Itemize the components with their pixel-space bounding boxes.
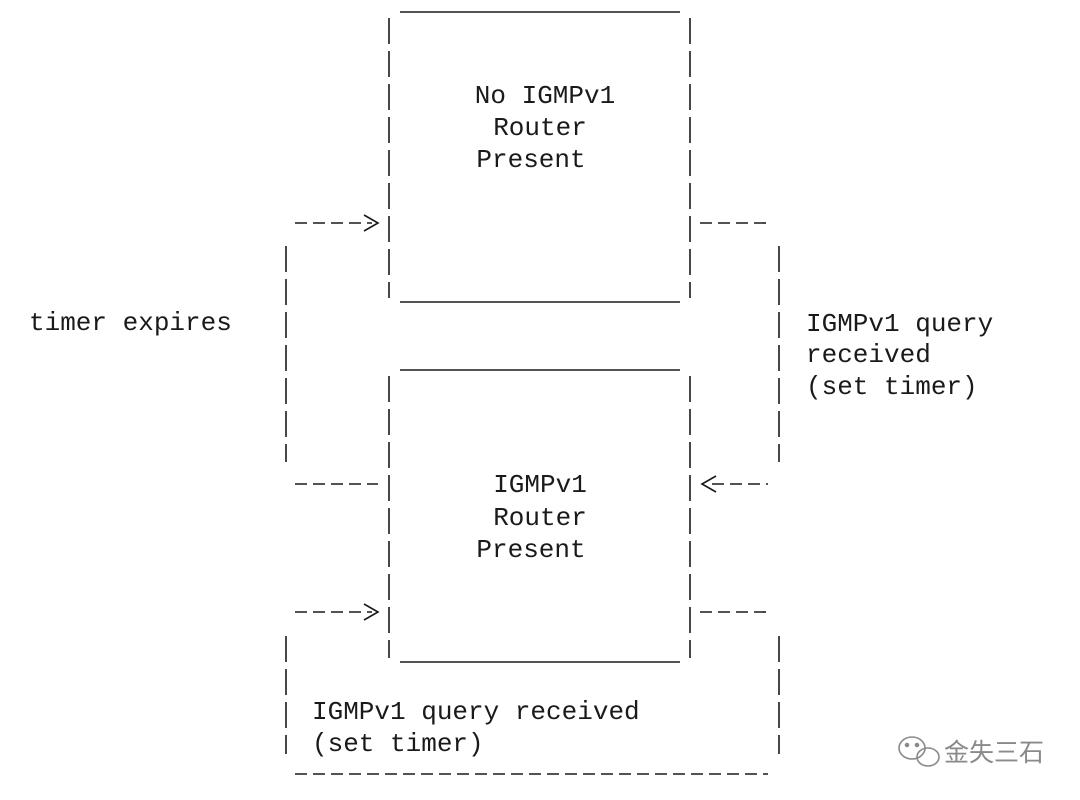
state-router-line3: Present	[476, 535, 585, 565]
state-no-igmpv1-router-present	[388, 11, 691, 303]
transition-query-received-right-line1: IGMPv1 query	[806, 309, 993, 339]
transition-timer-expires-label: timer expires	[29, 308, 232, 338]
state-router-line2: Router	[493, 503, 587, 533]
watermark-text: 金失三石	[944, 738, 1044, 767]
transition-query-received-right-line2: received	[806, 340, 931, 370]
state-no-router-line2: Router	[493, 113, 587, 143]
state-no-router-line1: No IGMPv1	[475, 81, 615, 111]
watermark: 金失三石	[898, 736, 1044, 767]
state-igmpv1-router-present	[388, 369, 691, 663]
state-router-line1: IGMPv1	[493, 470, 587, 500]
wechat-icon	[898, 736, 940, 767]
transition-query-received-right-path	[700, 222, 780, 493]
transition-query-received-bottom-line1: IGMPv1 query received	[312, 697, 640, 727]
transition-timer-expires-path	[285, 214, 380, 485]
state-no-router-line3: Present	[476, 145, 585, 175]
transition-query-received-bottom-line2: (set timer)	[312, 729, 484, 759]
transition-query-received-loop-path	[285, 603, 780, 775]
transition-query-received-right-line3: (set timer)	[806, 372, 978, 402]
